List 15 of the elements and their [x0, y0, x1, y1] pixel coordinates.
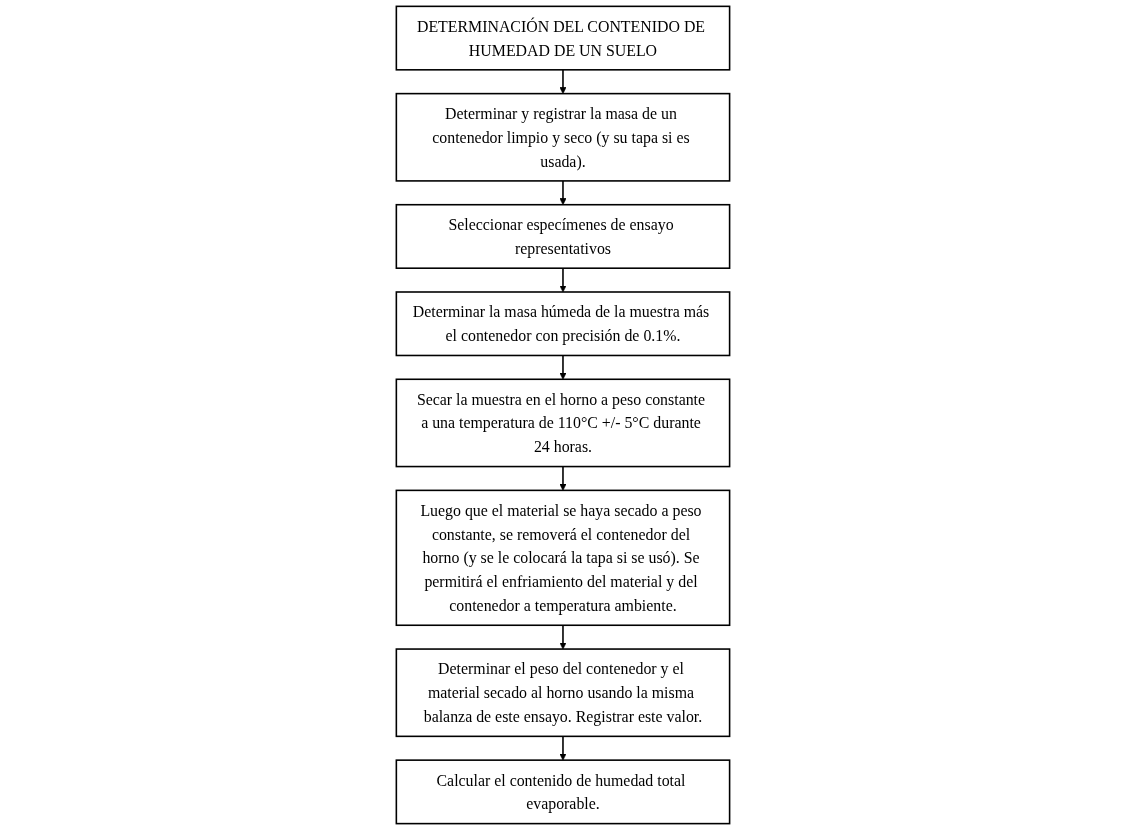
arrow [559, 735, 567, 761]
node-box: Calcular el contenido de humedad total evaporable. [395, 759, 731, 825]
node-box: Determinar el peso del contenedor y el material secado al horno usando la misma balanza de este ensayo. Registrar este valor. [395, 648, 731, 738]
node-box: Secar la muestra en el horno a peso constante a una temperatura de 110°C +/- 5°C durante 24 horas. [395, 378, 731, 468]
arrow [559, 267, 567, 293]
node-box: Determinar y registrar la masa de un contenedor limpio y seco (y su tapa si es usada). [395, 92, 731, 182]
arrow [559, 354, 567, 380]
node-box: Determinar la masa húmeda de la muestra más el contenedor con precisión de 0.1%. [395, 291, 731, 357]
arrow [559, 69, 567, 94]
node-box: Seleccionar especímenes de ensayo representativos [395, 203, 731, 269]
node-box: DETERMINACIÓN DEL CONTENIDO DE HUMEDAD DE UN SUELO [395, 5, 731, 71]
arrow [559, 465, 567, 491]
arrow [559, 180, 567, 206]
node-box: Luego que el material se haya secado a peso constante, se removerá el contenedor del horno (y se le colocará la tapa si se usó). Se permitirá el enfriamiento del material y del contenedor a temperatura ambiente. [395, 489, 731, 627]
arrow [559, 624, 567, 650]
